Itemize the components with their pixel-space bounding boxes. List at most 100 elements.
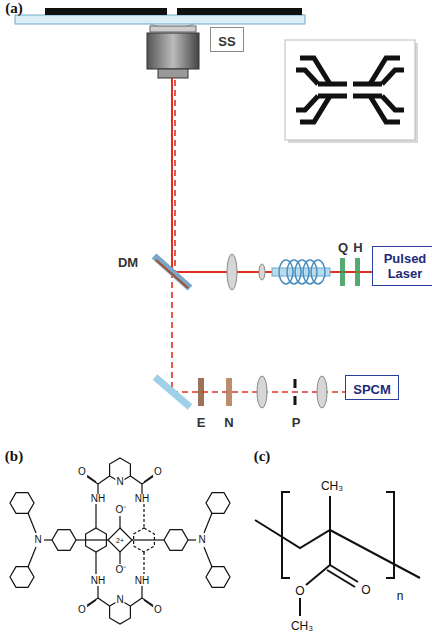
squaraine-rotaxane-structure	[86, 598, 98, 606]
box-label: SPCM	[353, 382, 391, 397]
dichroic-mirror	[156, 260, 188, 288]
wave-plate	[355, 258, 360, 286]
filter-plate	[198, 378, 232, 406]
squaraine-rotaxane-structure	[108, 528, 132, 552]
electrode-inset	[296, 58, 404, 122]
box-label: SS	[218, 34, 235, 49]
optical-fiber	[311, 260, 325, 284]
atom-label: n	[396, 590, 405, 602]
squaraine-rotaxane-structure	[10, 493, 34, 514]
pmma-structure	[282, 492, 290, 578]
atom-label: NH	[134, 494, 150, 504]
electrode-inset	[318, 82, 347, 87]
sample-slide	[15, 8, 305, 29]
squaraine-rotaxane-structure	[97, 484, 98, 494]
electrode-inset	[300, 58, 330, 84]
electrode-inset	[296, 70, 318, 84]
squaraine-rotaxane-structure	[142, 476, 154, 484]
laser-box: Pulsed Laser	[372, 246, 432, 286]
atom-label: NH	[90, 494, 106, 504]
fold-mirror	[155, 377, 190, 407]
emission-beam	[171, 272, 173, 392]
squaraine-rotaxane-structure	[119, 552, 120, 564]
atom-label: O	[360, 584, 371, 596]
squaraine-rotaxane-structure	[52, 530, 76, 551]
sample-slide	[15, 15, 305, 24]
squaraine-rotaxane-structure	[10, 567, 34, 588]
atom-label: N	[197, 535, 206, 545]
squaraine-rotaxane-structure	[143, 552, 144, 574]
sample-slide	[177, 8, 302, 15]
emission-beam	[174, 80, 176, 272]
atom-label: CH₃	[320, 480, 344, 492]
squaraine-rotaxane-structure	[143, 504, 144, 528]
component-label: P	[292, 416, 301, 429]
pmma-structure	[386, 492, 394, 578]
optical-fiber	[272, 260, 330, 284]
squaraine-rotaxane-structure	[141, 484, 142, 494]
pmma-structure	[299, 598, 301, 616]
dichroic-mirror	[154, 256, 190, 288]
squaraine-rotaxane-structure	[95, 552, 96, 574]
atom-label: N	[115, 477, 124, 487]
optical-fiber	[303, 260, 317, 284]
pmma-structure	[329, 530, 331, 565]
optical-fiber	[287, 260, 301, 284]
squaraine-rotaxane-structure	[97, 586, 98, 598]
wave-plate	[340, 258, 360, 286]
squaraine-rotaxane-structure	[95, 504, 96, 528]
electrode-inset	[318, 94, 347, 99]
lens	[227, 254, 327, 408]
detector-box: SPCM	[345, 375, 399, 400]
electrode-inset	[382, 70, 404, 84]
pmma-structure	[255, 492, 420, 616]
electrode-inset	[353, 82, 382, 87]
atom-label: CH₃	[290, 620, 314, 632]
squaraine-rotaxane-structure	[132, 539, 164, 540]
sample-slide	[45, 8, 167, 15]
wave-plate	[340, 258, 345, 286]
squaraine-rotaxane-structure	[134, 504, 155, 574]
atom-label: O⁻	[115, 505, 128, 515]
squaraine-rotaxane-structure	[76, 539, 108, 540]
objective-lens	[150, 26, 196, 32]
squaraine-rotaxane-structure	[28, 513, 36, 533]
panel-letter: (a)	[5, 1, 23, 16]
optical-fiber	[279, 260, 325, 284]
filter-plate	[198, 378, 204, 406]
component-label: N	[224, 416, 233, 429]
optical-fiber	[295, 260, 309, 284]
component-label: H	[353, 241, 362, 254]
atom-label: O⁻	[115, 565, 128, 575]
filter-plate	[226, 378, 232, 406]
atom-label: NH	[90, 576, 106, 586]
squaraine-rotaxane-structure	[206, 493, 230, 514]
atom-label: O	[77, 605, 87, 615]
squaraine-rotaxane-structure	[10, 458, 230, 624]
squaraine-rotaxane-structure	[130, 598, 142, 606]
component-label: E	[197, 416, 206, 429]
atom-label: N	[115, 595, 124, 605]
optical-fiber	[279, 260, 293, 284]
electrode-inset	[285, 40, 418, 143]
dichroic-mirror	[154, 256, 190, 288]
pinhole	[294, 379, 297, 405]
squaraine-rotaxane-structure	[98, 476, 110, 484]
panel-letter: (b)	[5, 449, 23, 464]
squaraine-rotaxane-structure	[44, 539, 52, 540]
atom-label: O	[153, 605, 163, 615]
electrode-inset	[370, 96, 400, 122]
objective-lens	[158, 69, 188, 78]
squaraine-rotaxane-structure	[164, 530, 188, 551]
pmma-structure	[327, 570, 355, 587]
squaraine-rotaxane-structure	[188, 539, 196, 540]
pinhole	[294, 396, 297, 405]
squaraine-rotaxane-structure	[119, 516, 120, 528]
lens	[227, 254, 237, 290]
electrode-inset	[300, 96, 330, 122]
squaraine-rotaxane-structure	[86, 476, 98, 484]
electrode-inset	[296, 96, 318, 110]
squaraine-rotaxane-structure	[98, 598, 110, 606]
